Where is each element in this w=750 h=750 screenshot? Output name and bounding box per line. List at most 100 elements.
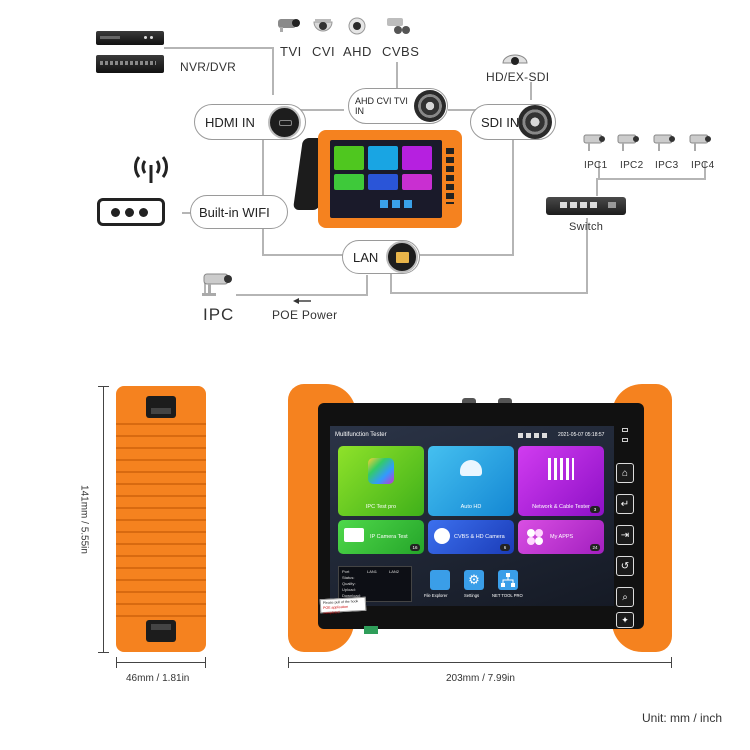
notice-line-2: POE application completed <box>323 604 349 616</box>
dvr-device-icon <box>96 55 164 73</box>
connector-line <box>390 292 588 294</box>
network-switch-icon <box>546 197 626 215</box>
light-button[interactable]: ✦ <box>616 612 634 628</box>
app-label-settings: Settings <box>464 593 480 598</box>
cable-icon <box>548 458 574 480</box>
status-row-quality: Quality: <box>342 581 356 586</box>
status-header-lan1: LAN1 <box>367 569 378 574</box>
router-icon <box>97 198 165 226</box>
side-view-bottom-clip <box>146 620 176 642</box>
screen-title: Multifunction Tester <box>335 432 387 438</box>
app-file-explorer[interactable]: File Explorer <box>424 570 454 600</box>
back-button[interactable]: ↺ <box>616 556 634 576</box>
hdmi-connector-icon <box>268 106 301 139</box>
exit-icon: ⇥ <box>620 529 630 541</box>
tester-screen: Multifunction Tester 2021-05-07 05:18:57… <box>319 426 614 615</box>
side-view-body <box>116 386 206 652</box>
tile-cvbs-hd-camera[interactable]: CVBS & HD Camera 6 <box>428 520 514 554</box>
app-label-file-explorer: File Explorer <box>424 593 448 598</box>
enter-icon: ↵ <box>620 498 630 510</box>
ipc-label: IPC <box>203 305 235 324</box>
ipc2-camera-icon <box>614 132 644 152</box>
connector-line <box>598 162 600 178</box>
tester-device-thumbnail <box>318 130 462 228</box>
app-label-net-tool-pro: NET TOOL PRO <box>492 593 523 598</box>
sdi-bnc-connector-icon <box>518 105 552 139</box>
connector-line <box>704 162 706 178</box>
poe-arrow-icon <box>292 292 312 304</box>
bottom-port <box>364 626 378 634</box>
connector-line <box>204 282 206 296</box>
analog-port-label: AHD CVI TVI IN <box>355 96 408 116</box>
connector-line <box>390 260 392 294</box>
ahd-camera-icon <box>346 16 368 36</box>
exit-button[interactable]: ⇥ <box>616 525 634 545</box>
wifi-module: Built-in WIFI <box>190 195 288 229</box>
home-icon: ⌂ <box>621 467 629 479</box>
width-dimension-label: 203mm / 7.99in <box>446 673 515 684</box>
sdi-camera-icon <box>500 53 530 69</box>
height-dimension-line <box>103 386 104 652</box>
connector-line <box>530 82 532 100</box>
camera-type-ahd: AHD <box>343 44 372 59</box>
app-net-tool-pro[interactable]: NET TOOL PRO <box>492 570 524 600</box>
tile-auto-hd[interactable]: Auto HD <box>428 446 514 516</box>
nvr-dvr-label: NVR/DVR <box>180 60 237 74</box>
nvr-device-icon <box>96 31 164 45</box>
cvi-camera-icon <box>312 14 334 36</box>
connector-line <box>262 254 344 256</box>
connector-line <box>272 47 274 95</box>
hd-sdi-label: HD/EX-SDI <box>486 70 550 84</box>
ipc2-label: IPC2 <box>620 160 644 171</box>
lan-label: LAN <box>353 249 379 265</box>
tile-my-apps[interactable]: My APPS 24 <box>518 520 604 554</box>
indicator-led-2 <box>622 438 628 442</box>
status-bar-icons <box>518 433 548 439</box>
connector-line <box>512 109 514 254</box>
back-icon: ↺ <box>620 560 630 572</box>
status-row-upload: Upload: <box>342 587 356 592</box>
network-icon <box>498 570 518 590</box>
hd-camera-icon <box>434 528 450 544</box>
ipc1-camera-icon <box>580 132 610 152</box>
tester-thumbnail-screen <box>330 140 442 218</box>
connector-line <box>418 254 514 256</box>
poe-notice: Please pull of the hook POE application … <box>319 596 367 616</box>
ipc-test-icon <box>368 458 394 484</box>
poe-power-label: POE Power <box>272 308 338 322</box>
bnc-connector-icon <box>414 90 446 122</box>
ipc-camera-icon <box>198 270 236 298</box>
dome-camera-icon <box>460 460 482 476</box>
zoom-button[interactable]: ⌕ <box>616 587 634 607</box>
tile-ip-camera-test[interactable]: IP Camera Test 16 <box>338 520 424 554</box>
wifi-signal-icon <box>131 151 171 183</box>
magnifier-icon: ⌕ <box>622 591 628 603</box>
side-view-top-clip <box>146 396 176 418</box>
network-status-widget: Port LAN1 LAN2 Status: Quality: Upload: … <box>338 566 412 602</box>
status-row-status: Status: <box>342 575 355 580</box>
ipc3-label: IPC3 <box>655 160 679 171</box>
connector-line <box>396 62 398 90</box>
home-button[interactable]: ⌂ <box>616 463 634 483</box>
tile-ipc-test-pro[interactable]: IPC Test pro <box>338 446 424 516</box>
sdi-label: SDI IN <box>481 114 520 130</box>
hdmi-label: HDMI IN <box>205 114 255 130</box>
depth-dimension-label: 46mm / 1.81in <box>126 673 190 684</box>
connector-line <box>236 294 368 296</box>
tvi-camera-icon <box>276 15 302 33</box>
connector-line <box>164 47 274 49</box>
app-settings[interactable]: ⚙ Settings <box>460 570 488 600</box>
connector-line <box>262 109 344 111</box>
unit-label: Unit: mm / inch <box>642 711 723 725</box>
connector-line <box>262 109 264 254</box>
ip-camera-icon <box>344 528 364 542</box>
camera-type-cvi: CVI <box>312 44 336 59</box>
indicator-led-1 <box>622 428 628 432</box>
connector-line <box>366 275 368 295</box>
gear-icon: ⚙ <box>464 570 484 590</box>
enter-button[interactable]: ↵ <box>616 494 634 514</box>
camera-type-cvbs: CVBS <box>382 44 420 59</box>
cvbs-camera-icon <box>384 15 412 35</box>
tile-network-cable-tester[interactable]: Network & Cable Tester 3 <box>518 446 604 516</box>
camera-type-tvi: TVI <box>280 44 302 59</box>
